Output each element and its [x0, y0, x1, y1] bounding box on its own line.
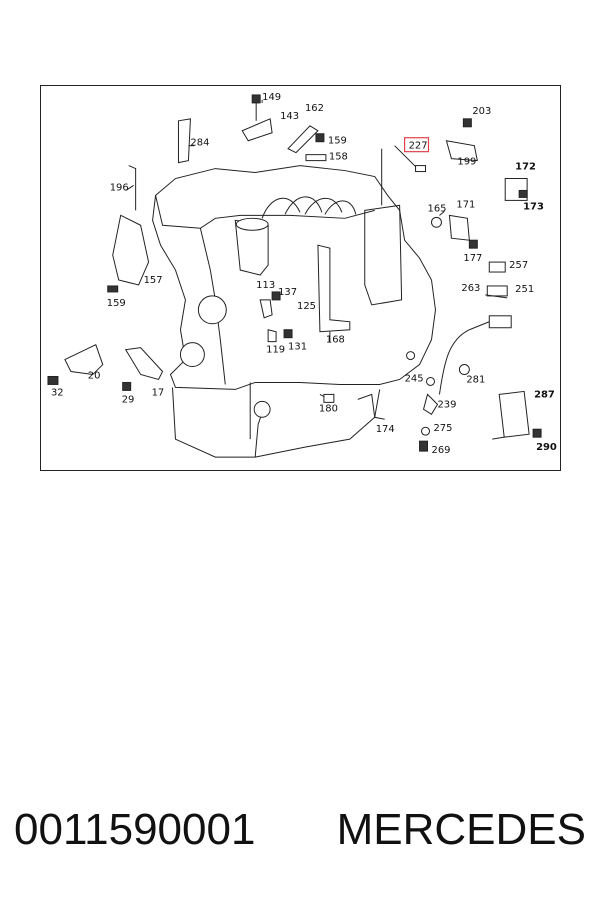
- callout-174: 174: [376, 424, 395, 435]
- callout-159: 159: [328, 136, 347, 147]
- callout-113: 113: [256, 280, 275, 291]
- callout-251: 251: [515, 284, 534, 295]
- callout-245: 245: [405, 373, 424, 384]
- callout-125: 125: [297, 301, 316, 312]
- callout-137: 137: [278, 287, 297, 298]
- leader-lines: [125, 99, 445, 343]
- callout-149: 149: [262, 92, 281, 103]
- callout-257: 257: [509, 260, 528, 271]
- callout-131: 131: [288, 342, 307, 353]
- brand-name: MERCEDES: [336, 805, 586, 854]
- product-caption: 0011590001 MERCEDES: [0, 800, 600, 860]
- engine-exploded-view: 149 162 143 203 284 159 227 158 199 172 196 173 165 1…: [47, 92, 557, 458]
- callout-159: 159: [107, 298, 126, 309]
- callout-173: 173: [523, 201, 544, 212]
- highlight-box: [404, 137, 430, 153]
- callout-157: 157: [144, 275, 163, 286]
- callout-165: 165: [428, 203, 447, 214]
- callout-263: 263: [461, 283, 480, 294]
- callout-158: 158: [329, 152, 348, 163]
- callout-203: 203: [472, 106, 491, 117]
- engine-block-drawing: [152, 148, 436, 458]
- callout-29: 29: [122, 394, 135, 405]
- callout-119: 119: [266, 345, 285, 356]
- callout-168: 168: [326, 335, 345, 346]
- callout-labels: 149 162 143 203 284 159 227 158 199 172 196 173 165 1…: [51, 92, 557, 456]
- part-number: 0011590001: [14, 805, 256, 854]
- component-parts: [47, 94, 542, 452]
- callout-180: 180: [319, 403, 338, 414]
- callout-281: 281: [466, 374, 485, 385]
- callout-284: 284: [190, 138, 209, 149]
- callout-32: 32: [51, 387, 64, 398]
- callout-275: 275: [433, 423, 452, 434]
- callout-227: 227: [409, 141, 428, 152]
- callout-290: 290: [536, 442, 557, 453]
- callout-172: 172: [515, 162, 536, 173]
- callout-196: 196: [110, 182, 129, 193]
- callout-143: 143: [280, 111, 299, 122]
- callout-269: 269: [431, 445, 450, 456]
- callout-239: 239: [437, 399, 456, 410]
- callout-287: 287: [534, 389, 555, 400]
- callout-17: 17: [152, 387, 165, 398]
- callout-199: 199: [457, 157, 476, 168]
- callout-177: 177: [463, 253, 482, 264]
- parts-diagram: 149 162 143 203 284 159 227 158 199 172 196 173 165 1…: [40, 85, 561, 471]
- callout-20: 20: [88, 370, 101, 381]
- callout-171: 171: [456, 199, 475, 210]
- callout-162: 162: [305, 103, 324, 114]
